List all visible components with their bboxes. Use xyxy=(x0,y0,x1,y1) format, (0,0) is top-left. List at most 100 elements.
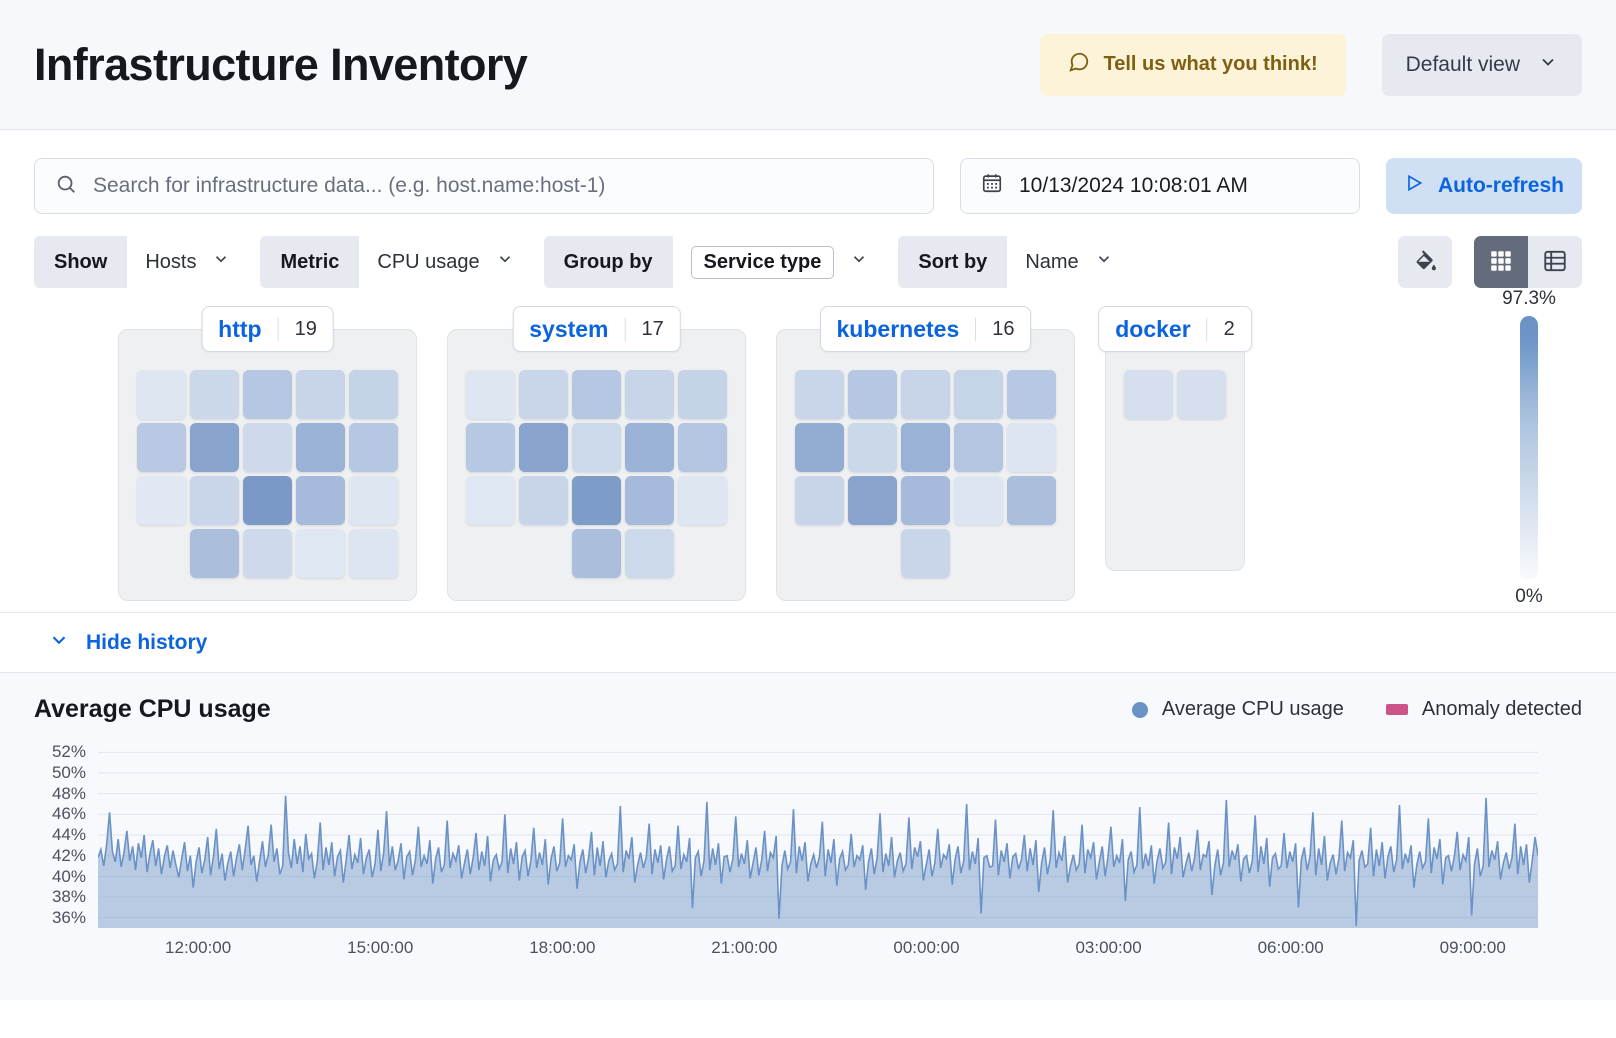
waffle-cell[interactable] xyxy=(678,423,727,472)
waffle-cell[interactable] xyxy=(1124,370,1173,419)
group-name[interactable]: docker xyxy=(1115,315,1191,342)
chart-plot-area[interactable] xyxy=(98,742,1582,928)
waffle-cell[interactable] xyxy=(190,370,239,419)
waffle-cell[interactable] xyxy=(296,370,345,419)
waffle-cell[interactable] xyxy=(678,370,727,419)
auto-refresh-label: Auto-refresh xyxy=(1437,174,1564,197)
waffle-cell[interactable] xyxy=(954,476,1003,525)
y-tick-label: 46% xyxy=(51,804,86,824)
waffle-cell[interactable] xyxy=(296,529,345,578)
waffle-cell[interactable] xyxy=(190,476,239,525)
filter-group-by-value[interactable]: Service type xyxy=(672,236,887,288)
chevron-down-icon xyxy=(850,250,868,274)
filter-sort-by-label: Sort by xyxy=(898,236,1008,288)
legend-max-value: 97.3% xyxy=(1502,288,1556,309)
waffle-cell[interactable] xyxy=(625,370,674,419)
grid-view-button[interactable] xyxy=(1474,236,1528,288)
waffle-cell[interactable] xyxy=(190,423,239,472)
waffle-cell[interactable] xyxy=(572,476,621,525)
legend-label-average: Average CPU usage xyxy=(1161,698,1344,720)
waffle-cell[interactable] xyxy=(190,529,239,578)
group-name[interactable]: system xyxy=(529,315,609,342)
waffle-cell[interactable] xyxy=(901,476,950,525)
filter-sort-by-value[interactable]: Name xyxy=(1007,236,1131,288)
waffle-cell[interactable] xyxy=(1007,370,1056,419)
waffle-cell[interactable] xyxy=(349,529,398,578)
filter-show: Show Hosts xyxy=(34,236,249,288)
waffle-cell[interactable] xyxy=(296,476,345,525)
default-view-dropdown[interactable]: Default view xyxy=(1381,33,1582,96)
waffle-cell[interactable] xyxy=(795,370,844,419)
waffle-cell[interactable] xyxy=(572,370,621,419)
x-tick-label: 06:00:00 xyxy=(1257,938,1324,957)
filter-metric-value[interactable]: CPU usage xyxy=(359,236,532,288)
waffle-cell[interactable] xyxy=(466,370,515,419)
waffle-cell[interactable] xyxy=(349,476,398,525)
waffle-cell[interactable] xyxy=(954,370,1003,419)
chevron-down-icon xyxy=(48,629,70,657)
waffle-cell[interactable] xyxy=(243,370,292,419)
waffle-cell[interactable] xyxy=(848,423,897,472)
waffle-grid xyxy=(466,370,727,578)
waffle-cell[interactable] xyxy=(625,476,674,525)
search-input[interactable]: Search for infrastructure data... (e.g. … xyxy=(34,158,934,214)
group-name[interactable]: http xyxy=(218,315,262,342)
waffle-cell[interactable] xyxy=(848,370,897,419)
waffle-cell[interactable] xyxy=(795,423,844,472)
x-tick-label: 03:00:00 xyxy=(1075,938,1142,957)
waffle-cell[interactable] xyxy=(349,423,398,472)
waffle-cell[interactable] xyxy=(572,423,621,472)
x-tick-label: 18:00:00 xyxy=(529,938,596,957)
list-view-button[interactable] xyxy=(1528,236,1582,288)
auto-refresh-button[interactable]: Auto-refresh xyxy=(1386,158,1582,214)
waffle-cell[interactable] xyxy=(1177,370,1226,419)
date-picker[interactable]: 10/13/2024 10:08:01 AM xyxy=(960,158,1360,214)
feedback-button[interactable]: Tell us what you think! xyxy=(1039,33,1346,96)
waffle-cell[interactable] xyxy=(901,423,950,472)
waffle-cell[interactable] xyxy=(625,423,674,472)
x-tick-label: 15:00:00 xyxy=(347,938,414,957)
chevron-down-icon xyxy=(212,250,230,274)
waffle-cell[interactable] xyxy=(1007,423,1056,472)
legend-item-average-cpu-usage[interactable]: Average CPU usage xyxy=(1131,698,1344,721)
filter-show-value[interactable]: Hosts xyxy=(127,236,249,288)
waffle-cell[interactable] xyxy=(349,370,398,419)
waffle-cell[interactable] xyxy=(954,423,1003,472)
color-fill-icon-button[interactable] xyxy=(1398,236,1452,288)
waffle-cell[interactable] xyxy=(1007,476,1056,525)
waffle-cell[interactable] xyxy=(243,423,292,472)
waffle-cell[interactable] xyxy=(137,476,186,525)
waffle-cell[interactable] xyxy=(466,476,515,525)
waffle-cell[interactable] xyxy=(848,476,897,525)
waffle-cell[interactable] xyxy=(519,370,568,419)
legend-item-anomaly-detected[interactable]: Anomaly detected xyxy=(1385,698,1582,721)
waffle-cell[interactable] xyxy=(625,529,674,578)
waffle-cell[interactable] xyxy=(901,529,950,578)
waffle-cell[interactable] xyxy=(296,423,345,472)
waffle-cell[interactable] xyxy=(243,529,292,578)
hide-history-label: Hide history xyxy=(86,630,208,654)
waffle-cell[interactable] xyxy=(519,423,568,472)
waffle-cell[interactable] xyxy=(466,423,515,472)
waffle-cell[interactable] xyxy=(795,476,844,525)
waffle-cell[interactable] xyxy=(519,476,568,525)
history-chart-panel: Average CPU usage Average CPU usage Anom… xyxy=(0,673,1616,1000)
waffle-cell[interactable] xyxy=(901,370,950,419)
waffle-cell[interactable] xyxy=(678,476,727,525)
waffle-cell[interactable] xyxy=(137,423,186,472)
y-tick-label: 44% xyxy=(51,825,86,844)
waffle-cell[interactable] xyxy=(243,476,292,525)
filter-sort-by: Sort by Name xyxy=(898,236,1131,288)
chart-area xyxy=(98,795,1538,928)
hide-history-toggle[interactable]: Hide history xyxy=(0,613,1616,673)
chart-body: 52%50%48%46%44%42%40%38%36% xyxy=(34,742,1582,928)
group-name[interactable]: kubernetes xyxy=(836,315,960,342)
waffle-cell[interactable] xyxy=(572,529,621,578)
waffle-cell[interactable] xyxy=(137,370,186,419)
